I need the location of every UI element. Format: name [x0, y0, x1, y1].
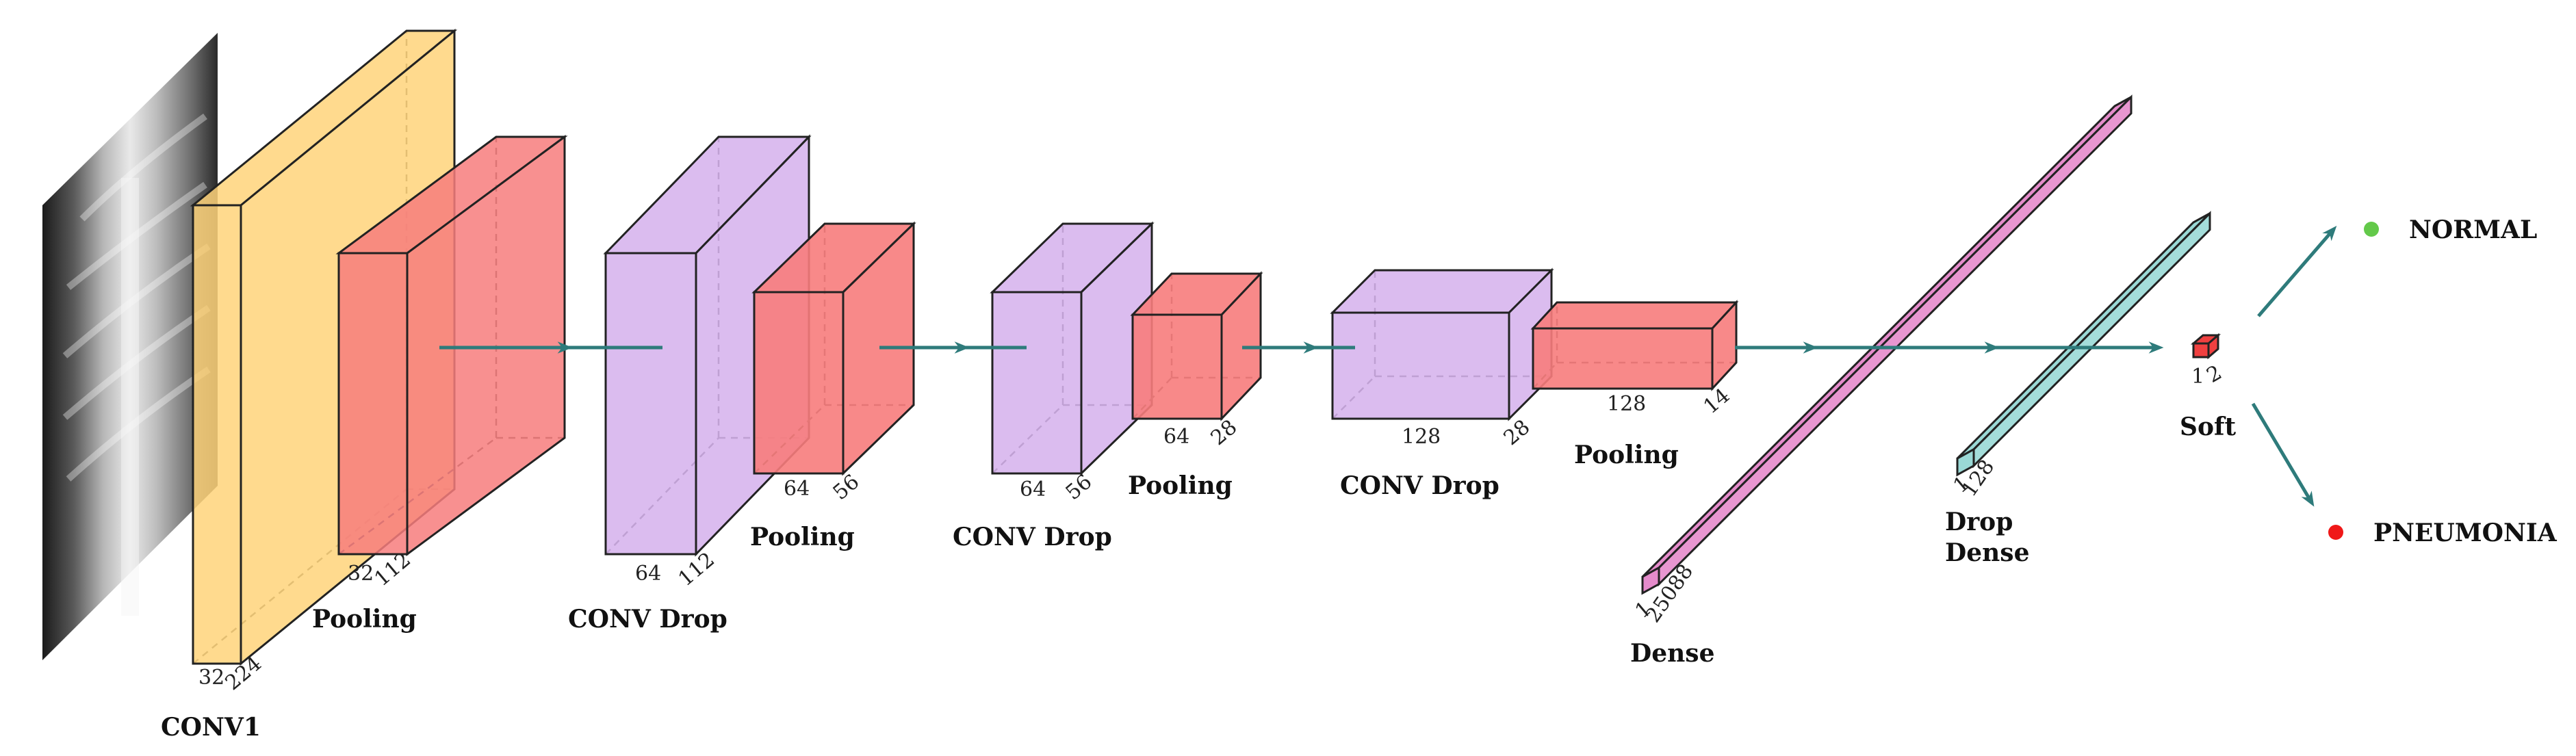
- output-classes: NORMAL PNEUMONIA: [2328, 216, 2558, 547]
- dense-block: [1641, 94, 2133, 595]
- arrow-soft-to-pneumonia: [2251, 402, 2315, 507]
- convdrop1-label: CONV Drop: [568, 605, 727, 634]
- pool4-block: [1530, 300, 1739, 391]
- pool4-label: Pooling: [1574, 441, 1679, 469]
- dropdense-side-face: [1972, 211, 2211, 469]
- normal-dot: [2364, 222, 2379, 237]
- convdrop1-dim-depth: 64: [635, 562, 661, 586]
- flow-arrows: [439, 226, 2337, 507]
- pool3-block: [1130, 271, 1263, 421]
- convdrop3-dim-depth: 128: [1402, 425, 1441, 449]
- conv1-dim-depth: 32: [198, 666, 224, 690]
- convdrop2-dim-depth: 64: [1020, 478, 1046, 501]
- pool2-block: [751, 221, 916, 476]
- convdrop1-front-face: [604, 252, 697, 556]
- convdrop3-front-face: [1331, 311, 1510, 420]
- chest-xray-image: [42, 33, 218, 660]
- pool4-top-face: [1530, 301, 1739, 330]
- normal-label: NORMAL: [2409, 216, 2537, 244]
- convdrop2-dim-size: 56: [1061, 470, 1097, 505]
- conv1-label: CONV1: [161, 713, 261, 742]
- convdrop2-block: [990, 221, 1155, 476]
- dropdense-block: [1956, 211, 2211, 477]
- convdrop2-label: CONV Drop: [953, 523, 1112, 551]
- pool1-block: [335, 135, 568, 556]
- layer-labels: CONV1 Pooling CONV Drop Pooling CONV Dro…: [161, 413, 2236, 742]
- dense-label: Dense: [1630, 639, 1714, 668]
- soft-block: [2190, 333, 2221, 360]
- soft-dim-size: 2: [2203, 361, 2226, 388]
- pool4-front-face: [1532, 327, 1714, 390]
- convdrop3-block: [1330, 268, 1554, 421]
- dense-front-face: [1641, 566, 1660, 595]
- dropdense-front-face: [1956, 447, 1975, 477]
- convdrop3-label: CONV Drop: [1340, 471, 1499, 500]
- soft-label: Soft: [2180, 413, 2236, 441]
- pool2-dim-depth: 64: [784, 477, 810, 501]
- pool3-label: Pooling: [1128, 471, 1233, 500]
- pool2-label: Pooling: [750, 523, 855, 551]
- convdrop2-front-face: [991, 291, 1083, 475]
- pneumonia-dot: [2328, 525, 2343, 540]
- pool3-dim-size: 28: [1207, 415, 1242, 450]
- pneumonia-label: PNEUMONIA: [2373, 519, 2558, 547]
- conv1-front-face: [192, 204, 242, 665]
- soft-front-face: [2192, 342, 2210, 359]
- pool2-dim-size: 56: [829, 470, 864, 505]
- arrow-soft-to-normal: [2257, 226, 2337, 317]
- pool2-front-face: [753, 291, 845, 475]
- pool1-label: Pooling: [312, 605, 417, 634]
- convdrop3-dim-size: 28: [1499, 415, 1535, 450]
- pool3-front-face: [1131, 313, 1223, 420]
- pool3-dim-depth: 64: [1163, 425, 1189, 449]
- pool1-front-face: [337, 252, 409, 556]
- dropdense-label-line1: Drop: [1945, 508, 2013, 536]
- dropdense-label-line2: Dense: [1945, 538, 2029, 567]
- soft-dim-depth: 1: [2191, 365, 2204, 389]
- pool1-dim-depth: 32: [348, 562, 374, 586]
- pool4-dim-depth: 128: [1607, 392, 1646, 416]
